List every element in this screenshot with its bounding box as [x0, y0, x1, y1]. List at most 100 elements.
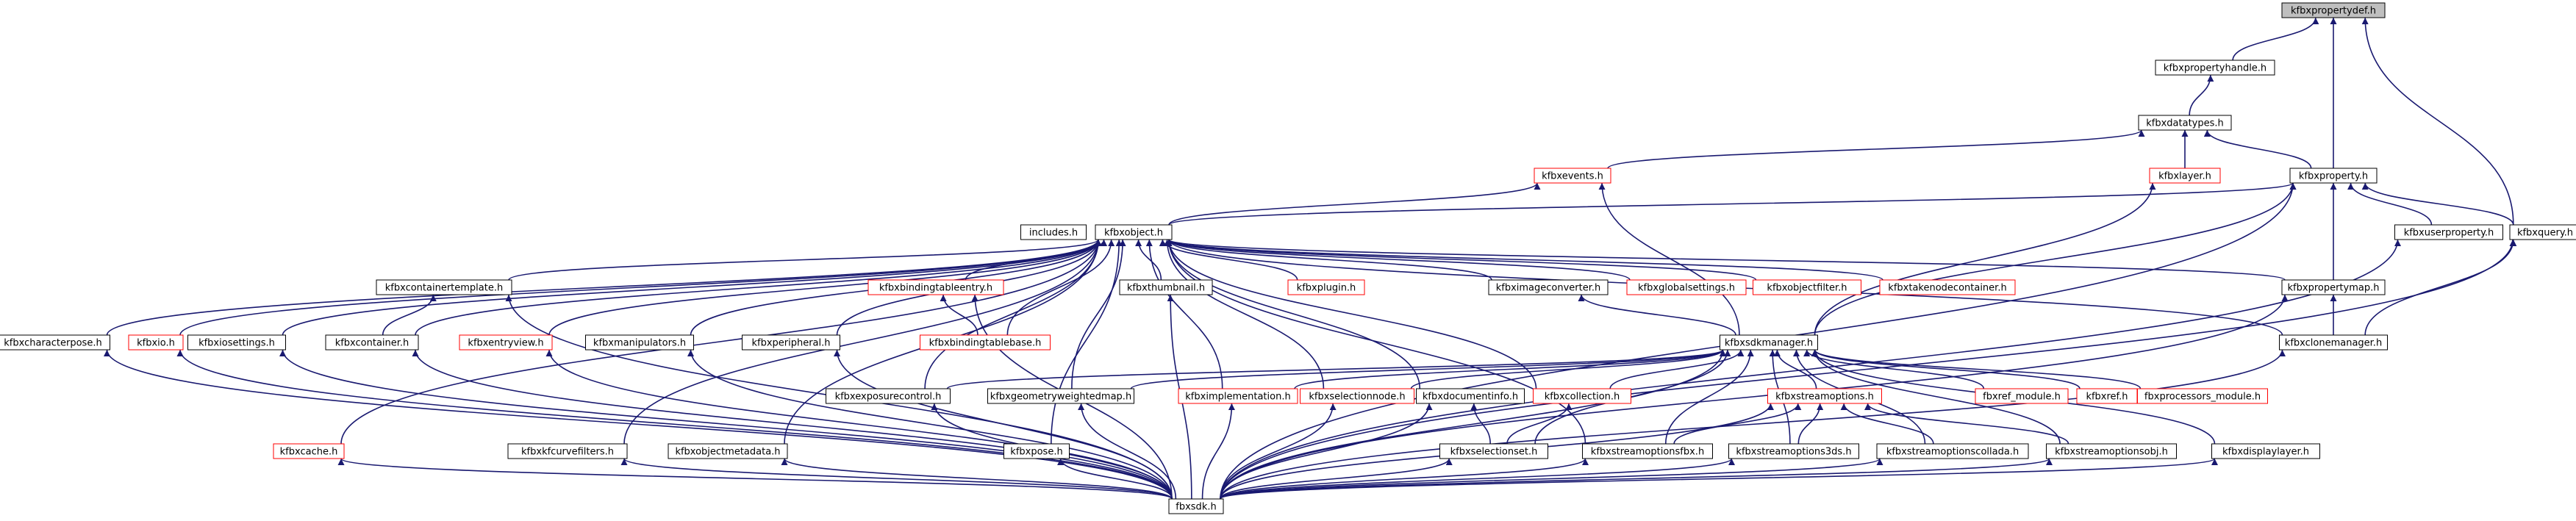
node-kfbxpose[interactable]: kfbxpose.h [1003, 443, 1070, 459]
node-kfbxthumbnail[interactable]: kfbxthumbnail.h [1119, 279, 1213, 295]
node-label: kfbxcontainertemplate.h [385, 283, 503, 294]
node-box [2155, 60, 2275, 76]
edge-fbxsdk-to-kfbxpropertymap [1220, 294, 2289, 500]
node-kfbxpropertymap[interactable]: kfbxpropertymap.h [2281, 279, 2386, 295]
node-box [128, 334, 184, 351]
edge-kfbxentryview-to-kfbxobject [548, 239, 1102, 336]
node-kfbxselectionnode[interactable]: kfbxselectionnode.h [1300, 388, 1414, 404]
node-box [1287, 279, 1365, 295]
node-kfbxcontainertemplate[interactable]: kfbxcontainertemplate.h [376, 279, 512, 295]
node-fbxprocessors-module[interactable]: fbxprocessors_module.h [2137, 388, 2268, 404]
edge-kfbxcontainer-to-kfbxobject [415, 239, 1102, 336]
node-kfbxbindingtablebase[interactable]: kfbxbindingtablebase.h [920, 334, 1051, 351]
node-kfbxentryview[interactable]: kfbxentryview.h [459, 334, 553, 351]
edge-kfbxstreamoptionsfbx-to-kfbxstreamoptions [1673, 403, 1802, 445]
node-label: kfbxobject.h [1104, 228, 1163, 239]
edge-kfbxstreamoptionsfbx-to-kfbxsdkmanager [1664, 349, 1754, 445]
edge-kfbxsdkmanager-to-kfbximageconverter [1578, 294, 1736, 336]
edge-fbxsdk-to-kfbxkfcurvefilters [620, 458, 1173, 500]
node-kfbxobjectmetadata[interactable]: kfbxobjectmetadata.h [668, 443, 788, 459]
node-kfbxevents[interactable]: kfbxevents.h [1534, 168, 1611, 184]
node-box [2281, 279, 2386, 295]
edge-fbxsdk-to-kfbxgeometryweightedmap [1078, 403, 1177, 500]
node-label: kfbxentryview.h [468, 338, 543, 349]
node-kfbxstreamoptionscollada[interactable]: kfbxstreamoptionscollada.h [1876, 443, 2029, 459]
node-kfbxcontainer[interactable]: kfbxcontainer.h [325, 334, 419, 351]
node-kfbxpropertyhandle[interactable]: kfbxpropertyhandle.h [2155, 60, 2275, 76]
edge-kfbxstreamoptionsobj-to-kfbxsdkmanager [1811, 349, 2061, 445]
node-kfbxref[interactable]: kfbxref.h [2076, 388, 2138, 404]
node-label: kfbxcharacterpose.h [4, 338, 101, 349]
node-kfbxkfcurvefilters[interactable]: kfbxkfcurvefilters.h [507, 443, 628, 459]
node-kfbxcharacterpose[interactable]: kfbxcharacterpose.h [0, 334, 110, 351]
node-kfbxstreamoptions[interactable]: kfbxstreamoptions.h [1767, 388, 1882, 404]
node-label: kfbxpropertyhandle.h [2164, 63, 2266, 74]
node-box [2281, 2, 2386, 18]
edge-fbxsdk-to-kfbxstreamoptionsfbx [1220, 458, 1589, 500]
node-kfbxgeometryweightedmap[interactable]: kfbxgeometryweightedmap.h [987, 388, 1134, 404]
node-label: kfbxpropertymap.h [2288, 283, 2380, 294]
node-kfbximplementation[interactable]: kfbximplementation.h [1178, 388, 1298, 404]
node-label: kfbxuserproperty.h [2404, 228, 2494, 239]
node-kfbxmanipulators[interactable]: kfbxmanipulators.h [585, 334, 694, 351]
node-kfbxlayer[interactable]: kfbxlayer.h [2149, 168, 2221, 184]
node-kfbxobjectfilter[interactable]: kfbxobjectfilter.h [1753, 279, 1861, 295]
node-box [459, 334, 553, 351]
node-label: kfbxkfcurvefilters.h [521, 447, 614, 458]
node-kfbxstreamoptions3ds[interactable]: kfbxstreamoptions3ds.h [1728, 443, 1859, 459]
node-includes[interactable]: includes.h [1020, 224, 1087, 240]
edge-kfbxselectionnode-to-kfbxobject [1164, 239, 1325, 389]
edge-kfbxkfcurvefilters-to-kfbxobject [623, 239, 1102, 445]
node-kfbxiosettings[interactable]: kfbxiosettings.h [187, 334, 286, 351]
node-box [1119, 279, 1213, 295]
edge-kfbxpropertymap-to-kfbxobject [1166, 239, 2286, 281]
edge-kfbxselectionset-to-kfbxcollection [1506, 403, 1573, 445]
node-kfbxexposurecontrol[interactable]: kfbxexposurecontrol.h [826, 388, 951, 404]
node-kfbxtakenodecontainer[interactable]: kfbxtakenodecontainer.h [1879, 279, 2016, 295]
node-fbxref-module[interactable]: fbxref_module.h [1975, 388, 2069, 404]
node-kfbxsdkmanager[interactable]: kfbxsdkmanager.h [1720, 334, 1818, 351]
node-fbxsdk[interactable]: fbxsdk.h [1168, 498, 1224, 514]
node-kfbxobject[interactable]: kfbxobject.h [1095, 224, 1173, 240]
node-kfbxdatatypes[interactable]: kfbxdatatypes.h [2138, 115, 2232, 131]
node-label: kfbxstreamoptionsobj.h [2055, 447, 2168, 458]
node-kfbximageconverter[interactable]: kfbximageconverter.h [1488, 279, 1609, 295]
node-kfbxio[interactable]: kfbxio.h [128, 334, 184, 351]
node-label: kfbxselectionnode.h [1309, 392, 1405, 403]
node-kfbxproperty[interactable]: kfbxproperty.h [2289, 168, 2378, 184]
node-label: kfbxstreamoptions.h [1775, 392, 1874, 403]
node-kfbxcache[interactable]: kfbxcache.h [273, 443, 345, 459]
node-kfbxglobalsettings[interactable]: kfbxglobalsettings.h [1626, 279, 1747, 295]
node-kfbxstreamoptionsfbx[interactable]: kfbxstreamoptionsfbx.h [1582, 443, 1713, 459]
node-kfbxcollection[interactable]: kfbxcollection.h [1533, 388, 1631, 404]
node-box [2138, 115, 2232, 131]
edge-kfbxcontainer-to-kfbxcontainertemplate [382, 294, 437, 336]
node-kfbxselectionset[interactable]: kfbxselectionset.h [1439, 443, 1548, 459]
node-kfbxperipheral[interactable]: kfbxperipheral.h [742, 334, 840, 351]
edge-fbxsdk-to-kfbxdisplaylayer [1220, 458, 2218, 500]
node-kfbxbindingtableentry[interactable]: kfbxbindingtableentry.h [867, 279, 1004, 295]
node-kfbxstreamoptionsobj[interactable]: kfbxstreamoptionsobj.h [2046, 443, 2177, 459]
edge-kfbxstreamoptions3ds-to-kfbxstreamoptions [1797, 403, 1824, 445]
node-kfbxdocumentinfo[interactable]: kfbxdocumentinfo.h [1416, 388, 1525, 404]
edge-kfbxstreamoptions-to-kfbxsdkmanager [1773, 349, 1817, 389]
node-label: kfbxproperty.h [2299, 171, 2368, 182]
node-kfbxclonemanager[interactable]: kfbxclonemanager.h [2279, 334, 2388, 351]
node-label: kfbxbindingtableentry.h [879, 283, 992, 294]
node-label: kfbxpropertydef.h [2291, 6, 2376, 17]
node-box [2509, 224, 2576, 240]
node-box [987, 388, 1134, 404]
edge-kfbxdatatypes-to-kfbxpropertyhandle [2189, 74, 2214, 116]
node-label: fbxref_module.h [1983, 392, 2061, 403]
node-label: kfbxquery.h [2517, 228, 2573, 239]
edge-kfbxpropertyhandle-to-kfbxpropertydef [2232, 17, 2319, 61]
node-kfbxuserproperty[interactable]: kfbxuserproperty.h [2394, 224, 2503, 240]
edge-fbxsdk-to-kfbxclonemanager [1220, 349, 2286, 500]
edge-kfbxobject-to-kfbxproperty [1168, 182, 2297, 226]
node-kfbxdisplaylayer[interactable]: kfbxdisplaylayer.h [2211, 443, 2320, 459]
node-label: includes.h [1029, 228, 1078, 239]
node-kfbxplugin[interactable]: kfbxplugin.h [1287, 279, 1365, 295]
node-kfbxquery[interactable]: kfbxquery.h [2509, 224, 2576, 240]
edge-kfbxglobalsettings-to-kfbxobject [1165, 239, 1631, 281]
